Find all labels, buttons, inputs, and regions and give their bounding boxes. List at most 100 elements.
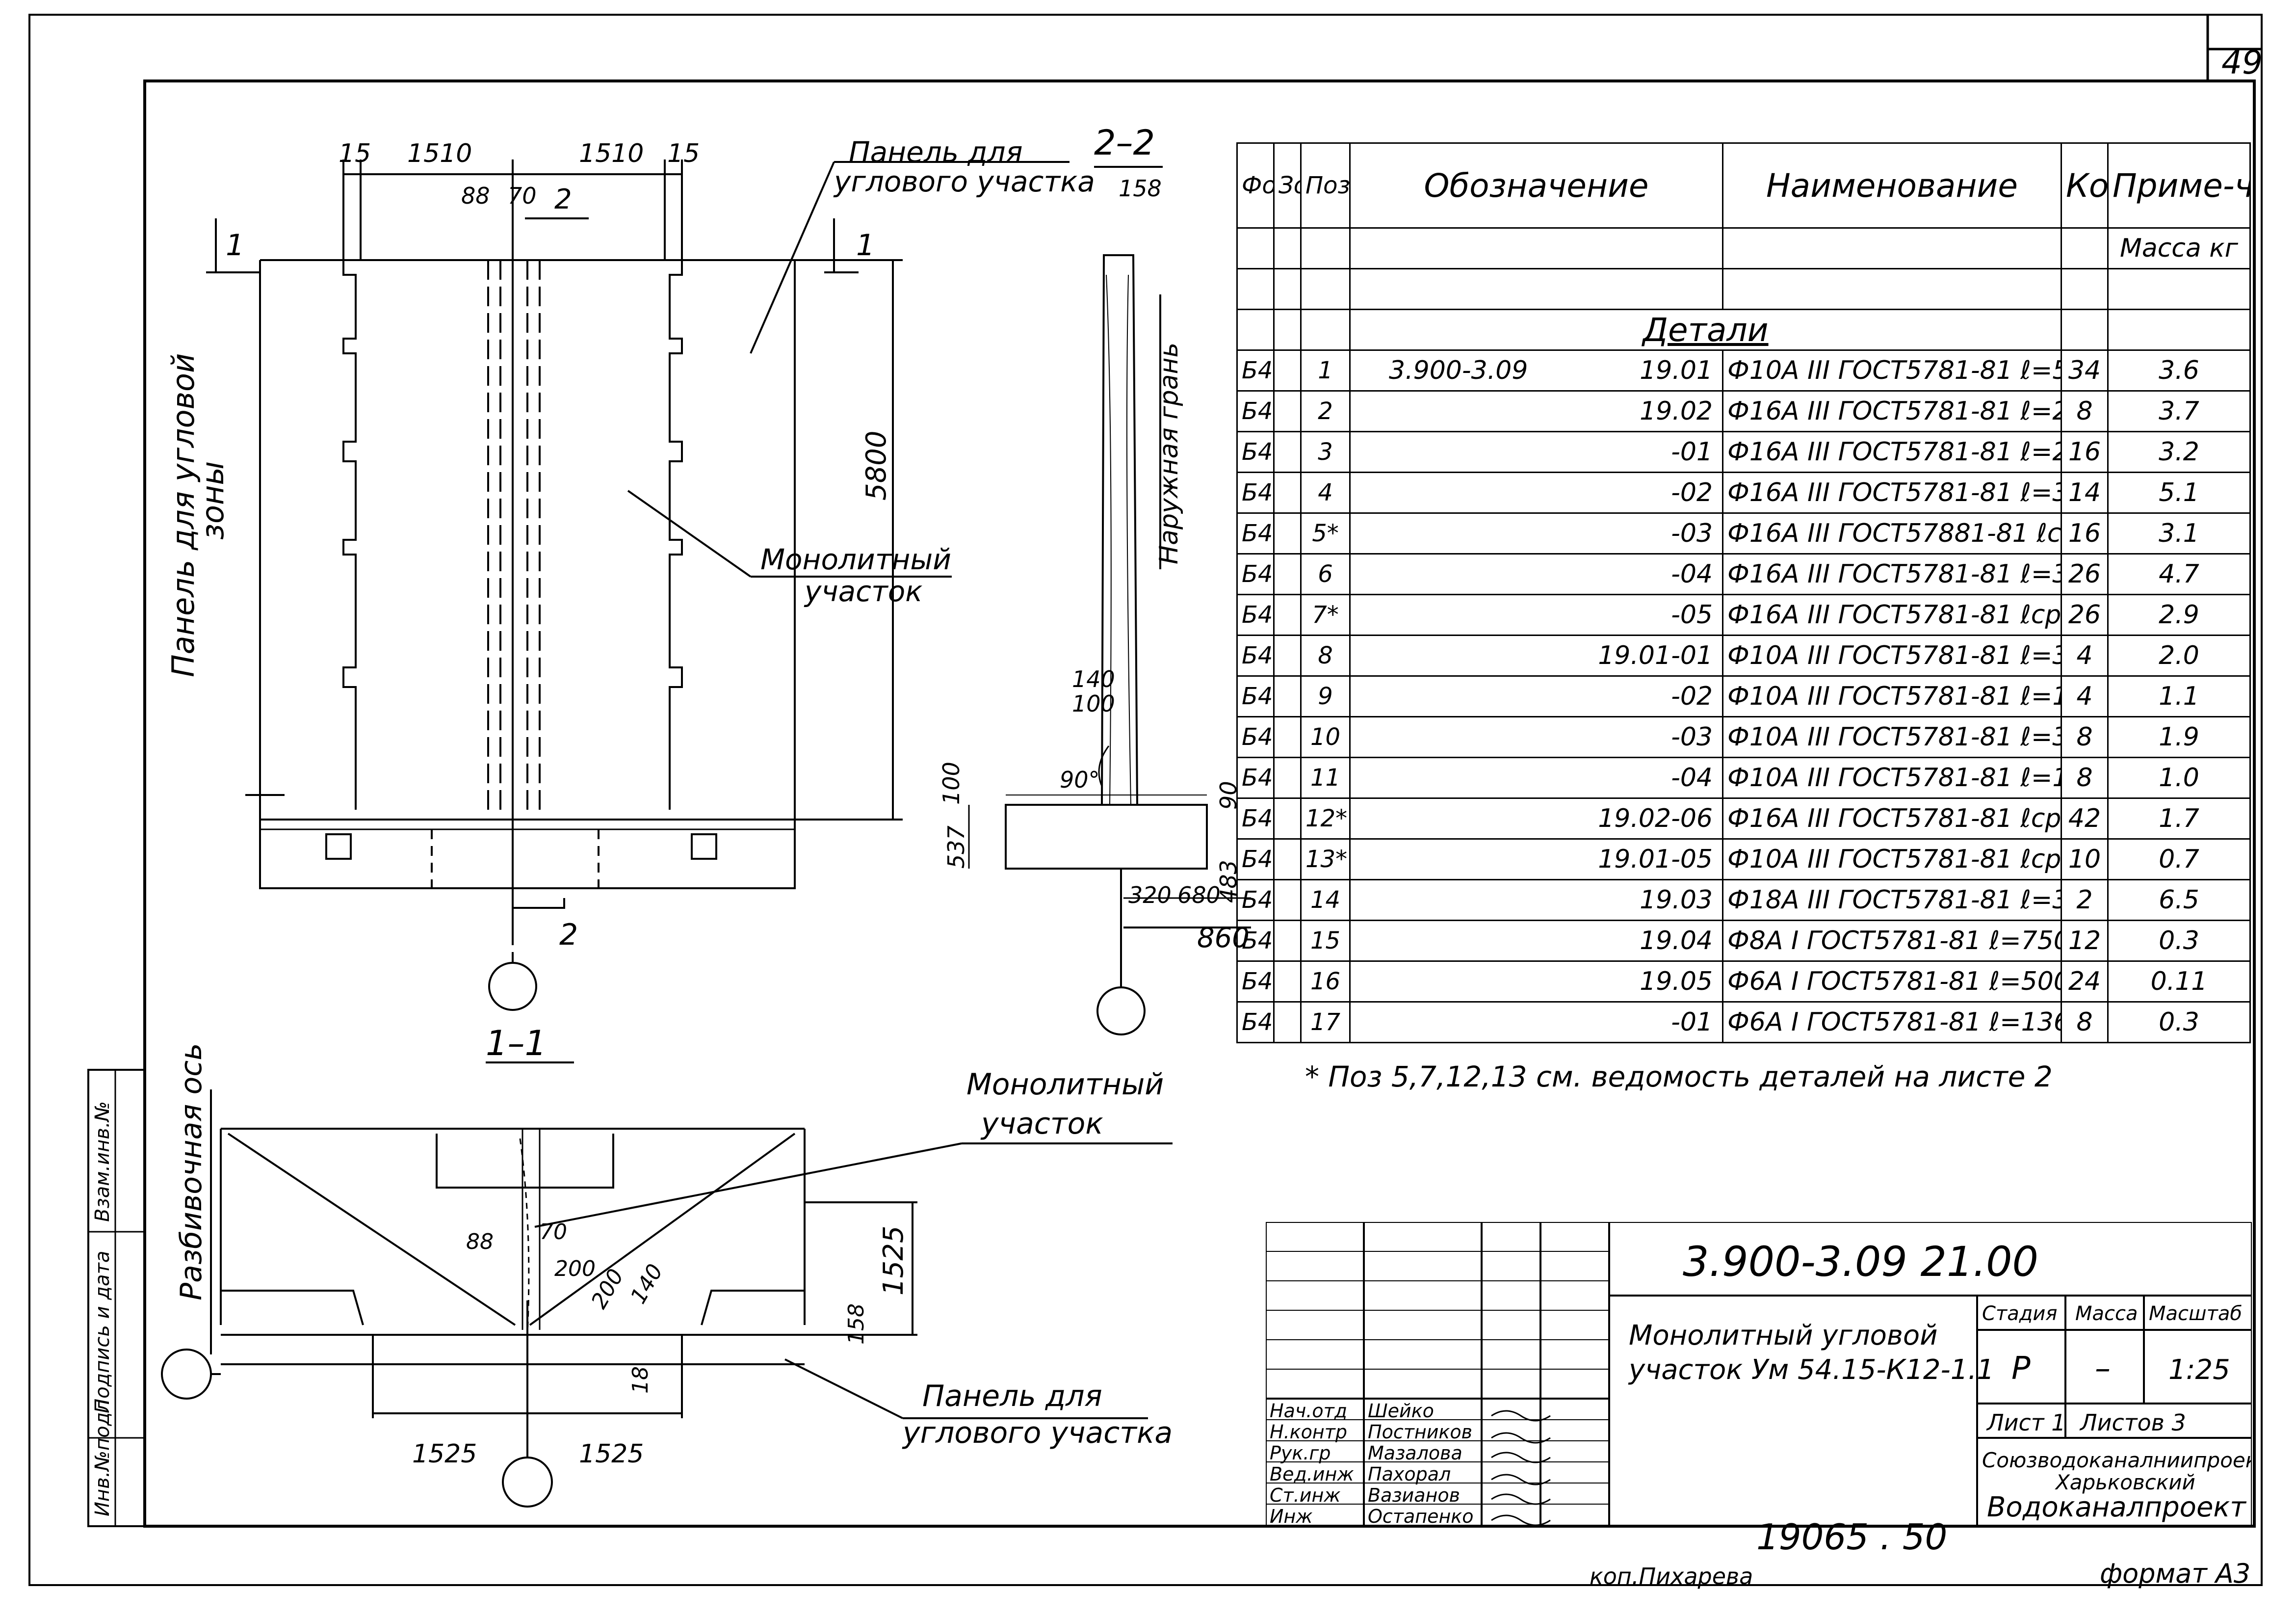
svg-text:70: 70 [540, 1219, 567, 1245]
cell-fmt: Б4 [1236, 960, 1275, 1003]
cell-pos: 12* [1300, 797, 1351, 840]
svg-text:18: 18 [628, 1366, 653, 1394]
cell-name: Ф10А III ГОСТ5781-81 ℓ=3150 [1722, 635, 2062, 677]
header-qty: Кол. [2061, 142, 2109, 229]
svg-text:320: 320 [1128, 882, 1172, 908]
cell-mass: 1.7 [2107, 797, 2251, 840]
svg-text:1510: 1510 [407, 139, 472, 168]
cell-pos: 6 [1300, 553, 1351, 595]
doc-number: 3.900-3.09 21.00 [1683, 1238, 2038, 1286]
svg-text:140: 140 [1072, 666, 1115, 692]
cell-fmt: Б4 [1236, 716, 1275, 758]
cell-mass: 3.6 [2107, 349, 2251, 392]
cell-qty: 8 [2061, 1001, 2109, 1043]
cell-name: Ф16А III ГОСТ5781-81 ℓ=3230 [1722, 472, 2062, 514]
cell-qty: 34 [2061, 349, 2109, 392]
cell-designation: 19.01-05 [1349, 838, 1723, 880]
designation-suffix: 19.02-06 [1598, 804, 1713, 833]
cell-zone [1273, 716, 1302, 758]
cell-zone [1273, 797, 1302, 840]
role-title: Инж [1270, 1506, 1313, 1526]
section-1-1 [161, 1061, 1173, 1508]
cell-qty: 2 [2061, 879, 2109, 921]
svg-text:участок Ум 54.15-К12-1.1: участок Ум 54.15-К12-1.1 [1628, 1354, 1994, 1386]
cell-fmt: Б4 [1236, 1001, 1275, 1043]
cell-mass: 0.3 [2107, 920, 2251, 962]
cell-fmt: Б4 [1236, 838, 1275, 880]
cell-pos: 2 [1300, 390, 1351, 432]
label-outer-face: Наружная грань [1154, 343, 1184, 564]
cell-pos: 1 [1300, 349, 1351, 392]
cell-name: Ф16А III ГОСТ5781-81 ℓср=1850 [1722, 594, 2062, 636]
cell-pos: 17 [1300, 1001, 1351, 1043]
svg-text:1510: 1510 [579, 139, 644, 168]
designation-suffix: -05 [1671, 600, 1713, 630]
cell-fmt: Б4 [1236, 797, 1275, 840]
cell-designation: -04 [1349, 757, 1723, 799]
cell-qty: 4 [2061, 675, 2109, 717]
cell-pos: 3 [1300, 431, 1351, 473]
stage-value: Р [2011, 1351, 2031, 1387]
cell-zone [1273, 675, 1302, 717]
section-title: Детали [1349, 309, 2062, 351]
cell-fmt: Б4 [1236, 553, 1275, 595]
cell-designation: 19.01-01 [1349, 635, 1723, 677]
label-panel-corner-area: Панель для [849, 135, 1023, 169]
cell-designation: -04 [1349, 553, 1723, 595]
cell-fmt: Б4 [1236, 390, 1275, 432]
svg-text:88: 88 [461, 183, 490, 209]
cell-zone [1273, 512, 1302, 555]
designation-suffix: -02 [1671, 478, 1713, 507]
designation-suffix: -03 [1671, 519, 1713, 548]
cell-mass: 1.0 [2107, 757, 2251, 799]
cell-fmt: Б4 [1236, 431, 1275, 473]
header-pos: Поз. [1300, 142, 1351, 229]
table-row-section: Детали [1236, 309, 2251, 351]
cell-qty: 42 [2061, 797, 2109, 840]
svg-text:140: 140 [626, 1260, 668, 1308]
cell-name: Ф6А I ГОСТ5781-81 ℓ=1360 [1722, 1001, 2062, 1043]
designation-suffix: 19.01-05 [1598, 845, 1713, 874]
cell-zone [1273, 838, 1302, 880]
designation-suffix: -01 [1671, 437, 1713, 467]
svg-text:углового участка: углового участка [902, 1416, 1173, 1450]
page-number: 49 [2221, 44, 2263, 81]
cell-mass: 2.0 [2107, 635, 2251, 677]
svg-text:зоны: зоны [195, 461, 231, 540]
cell-pos: 15 [1300, 920, 1351, 962]
plan-texts: 15 1510 1510 15 88 70 2 5800 1 1 2 Панел… [165, 135, 1095, 952]
cell-pos: 16 [1300, 960, 1351, 1003]
svg-text:70: 70 [508, 183, 537, 209]
cell-zone [1273, 757, 1302, 799]
svg-text:537: 537 [943, 825, 969, 869]
designation-code: 3.900-3.09 [1389, 356, 1528, 385]
sheets-count: Листов 3 [2079, 1409, 2186, 1436]
spec-table: Формат Зона Поз. Обозначение Наименовани… [1236, 142, 2251, 1043]
cell-name: Ф16А III ГОСТ5781-81 ℓ=2350 [1722, 390, 2062, 432]
cell-zone [1273, 635, 1302, 677]
cell-qty: 12 [2061, 920, 2109, 962]
sheet-number: Лист 1 [1986, 1409, 2065, 1436]
role-name: Пахорал [1368, 1463, 1451, 1485]
cell-qty: 4 [2061, 635, 2109, 677]
svg-text:углового участка: углового участка [833, 165, 1095, 198]
designation-suffix: 19.01-01 [1598, 641, 1713, 670]
cell-zone [1273, 349, 1302, 392]
header-name: Наименование [1722, 142, 2062, 229]
cell-pos: 7* [1300, 594, 1351, 636]
bottom-note: 19065 . 50 [1756, 1516, 1948, 1558]
cell-mass: 2.9 [2107, 594, 2251, 636]
cell-name: Ф18А III ГОСТ5781-81 ℓ=3240 [1722, 879, 2062, 921]
cell-designation: 19.02-06 [1349, 797, 1723, 840]
cell-name: Ф16А III ГОСТ57881-81 ℓср=1960 [1722, 512, 2062, 555]
cell-zone [1273, 431, 1302, 473]
svg-text:100: 100 [1072, 690, 1115, 717]
